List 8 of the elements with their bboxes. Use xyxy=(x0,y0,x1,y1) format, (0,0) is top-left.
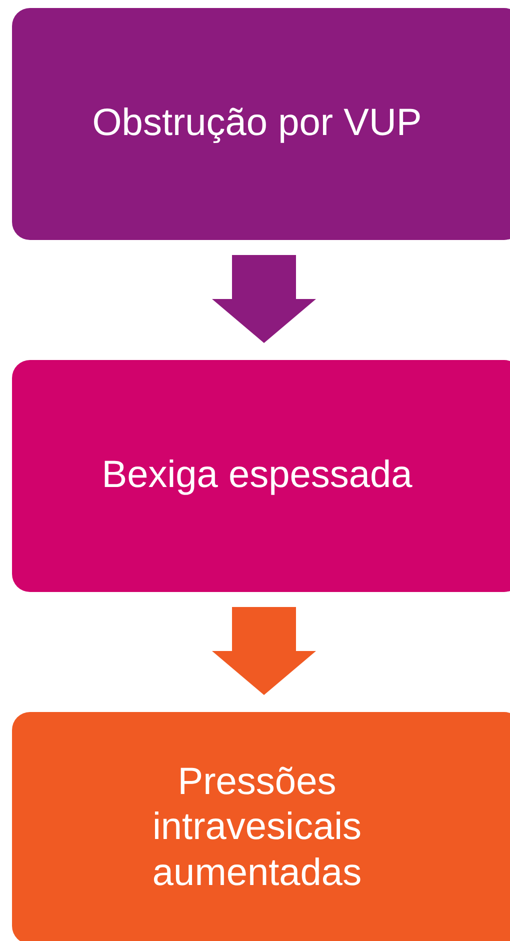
process-box xyxy=(12,712,510,941)
block-arrow xyxy=(212,255,316,343)
block-arrow xyxy=(212,607,316,695)
box-label: Obstrução por VUP xyxy=(92,101,422,146)
process-box xyxy=(12,360,510,592)
process-box xyxy=(12,8,510,240)
box-label: Bexiga espessada xyxy=(102,453,412,498)
box-label: Pressões intravesicais aumentadas xyxy=(151,760,363,896)
